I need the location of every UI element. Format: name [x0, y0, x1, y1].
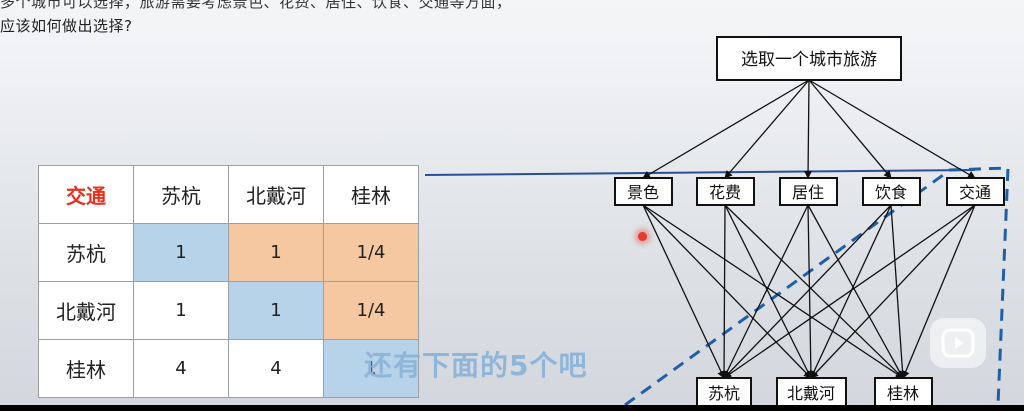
dashed-highlight [624, 166, 1010, 407]
criterion-node: 交通 [946, 177, 1005, 206]
hierarchy-edge [806, 204, 815, 379]
hierarchy-edge [724, 204, 904, 379]
table-row: 桂林 4 4 1 [38, 339, 419, 398]
hierarchy-edge [642, 204, 904, 379]
hierarchy-edge [810, 204, 976, 379]
matrix-cell: 1 [133, 223, 229, 282]
video-caption: 还有下面的5个吧 [364, 349, 588, 382]
matrix-cell: 1 [228, 223, 324, 282]
matrix-cell: 1 [228, 281, 324, 340]
matrix-cell: 1/4 [323, 281, 419, 340]
criterion-label: 交通 [959, 183, 991, 202]
criterion-label: 景色 [627, 183, 659, 202]
table-row: 苏杭 1 1 1/4 [38, 223, 419, 282]
matrix-corner-label: 交通 [38, 165, 134, 224]
criterion-node: 花费 [696, 177, 755, 206]
criteria-row: 景色 花费 居住 饮食 交通 [614, 177, 1005, 206]
alternatives-row: 苏杭 北戴河 桂林 [696, 377, 933, 409]
hierarchy-edge [724, 79, 810, 179]
edge-group [642, 79, 976, 379]
matrix-cell: 1/4 [323, 223, 419, 282]
play-icon[interactable] [930, 318, 986, 368]
bottom-bar [0, 405, 1024, 411]
matrix-cell: 4 [228, 339, 324, 398]
criterion-label: 花费 [709, 183, 741, 202]
hierarchy-edge [720, 204, 729, 379]
goal-label: 选取一个城市旅游 [741, 50, 877, 70]
hierarchy-edge [808, 79, 976, 179]
matrix-cell: 4 [133, 339, 229, 398]
connector-line [424, 169, 976, 176]
column-header: 北戴河 [228, 165, 324, 224]
row-header: 桂林 [38, 339, 134, 398]
alternative-node: 桂林 [874, 377, 933, 409]
question-line-2: 应该如何做出选择? [0, 17, 133, 35]
hierarchy-edge [723, 204, 809, 379]
hierarchy-edge [890, 204, 907, 379]
goal-node: 选取一个城市旅游 [716, 36, 902, 81]
hierarchy-edge [642, 204, 725, 379]
alternative-label: 苏杭 [708, 384, 740, 403]
table-row: 北戴河 1 1 1/4 [38, 281, 419, 340]
comparison-matrix: 交通 苏杭 北戴河 桂林 苏杭 1 1 1/4 北戴河 1 1 1/4 桂林 4… [38, 165, 419, 398]
hierarchy-edge [723, 204, 976, 379]
criterion-node: 景色 [614, 177, 673, 206]
hierarchy-edge [642, 79, 810, 179]
hierarchy-edge [808, 79, 892, 179]
hierarchy-edge [901, 204, 976, 379]
alternative-node: 苏杭 [696, 377, 752, 409]
column-header: 桂林 [323, 165, 419, 224]
alternative-label: 桂林 [887, 384, 919, 403]
hierarchy-edge [723, 204, 892, 379]
alternative-label: 北戴河 [787, 384, 835, 403]
hierarchy-edge [810, 204, 892, 379]
hierarchy-edge [724, 204, 812, 379]
hierarchy-edge [807, 204, 904, 379]
question-line-1: 多个城市可以选择，旅游需要考虑景色、花费、居住、饮食、交通等方面， [0, 0, 512, 11]
criterion-label: 居住 [792, 183, 824, 202]
column-header: 苏杭 [133, 165, 229, 224]
criterion-node: 饮食 [862, 177, 921, 206]
table-header-row: 交通 苏杭 北戴河 桂林 [38, 165, 419, 224]
hierarchy-edge [642, 204, 812, 379]
row-header: 北戴河 [38, 281, 134, 340]
matrix-cell: 1 [323, 339, 419, 398]
alternative-node: 北戴河 [776, 377, 847, 409]
laser-pointer [638, 232, 647, 241]
criterion-label: 饮食 [875, 183, 907, 202]
hierarchy-edge [804, 79, 813, 179]
criterion-node: 居住 [779, 177, 838, 206]
